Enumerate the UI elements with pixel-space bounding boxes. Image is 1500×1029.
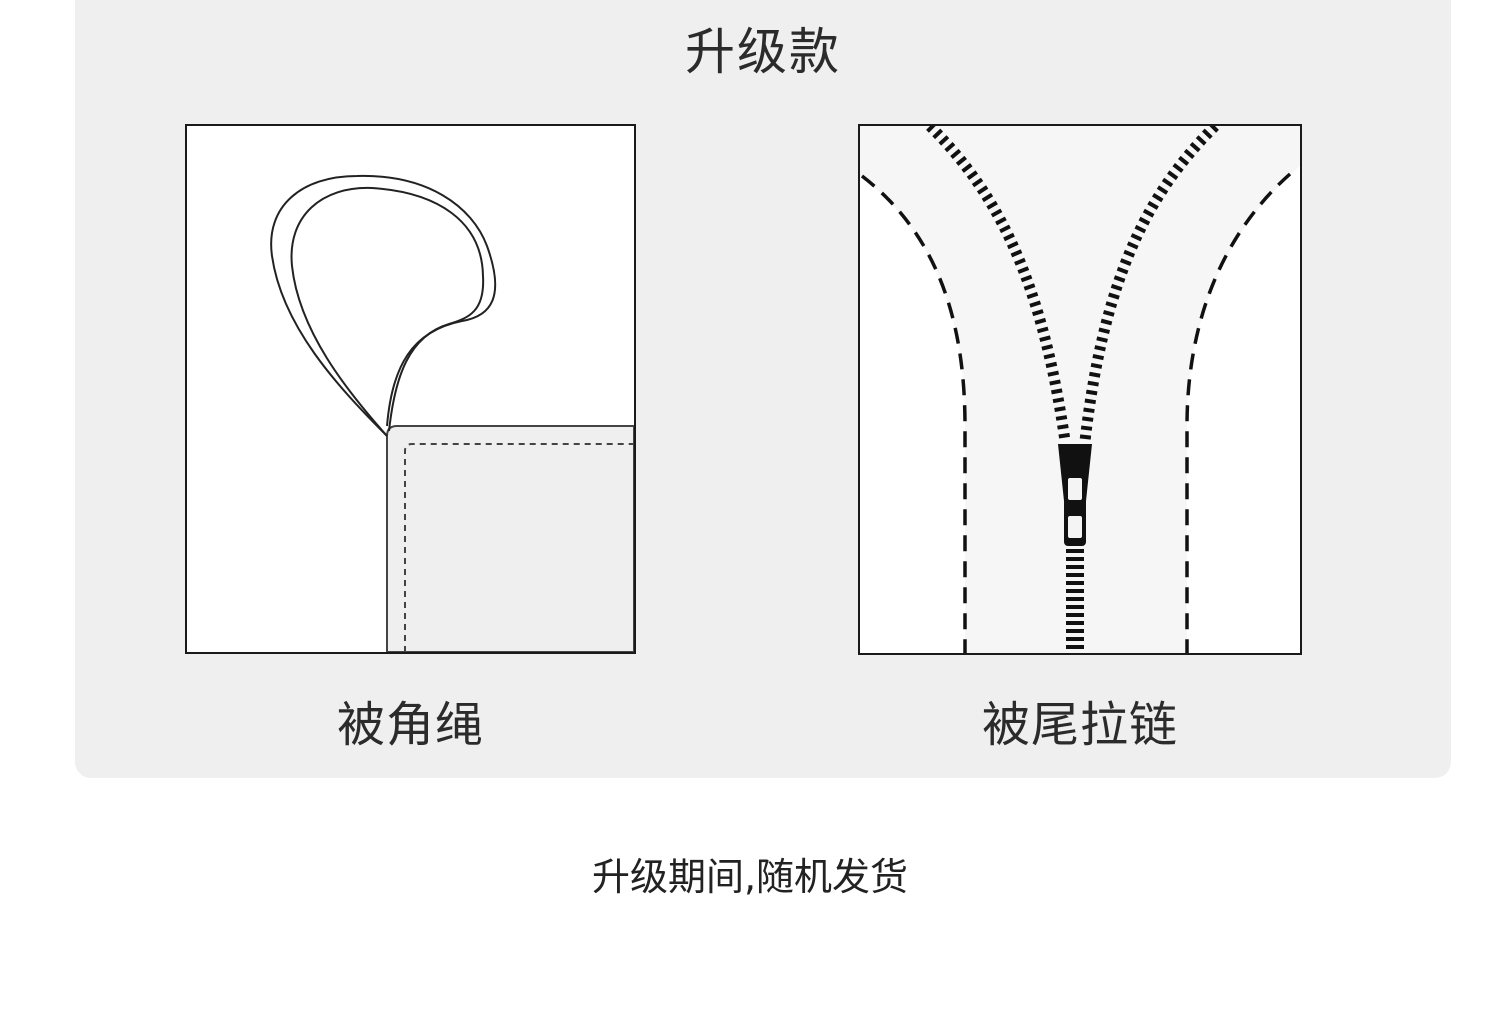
caption-zipper: 被尾拉链 [981,697,1178,753]
shipping-note: 升级期间,随机发货 [591,855,909,899]
card-title: 升级款 [685,23,841,81]
corner-loop-illustration [185,124,636,654]
caption-corner-loop: 被角绳 [336,697,484,753]
feature-card: 升级款 被角绳 [75,0,1451,778]
zipper-icon [860,126,1300,653]
corner-loop-icon [270,174,634,652]
zipper-illustration [858,124,1302,655]
